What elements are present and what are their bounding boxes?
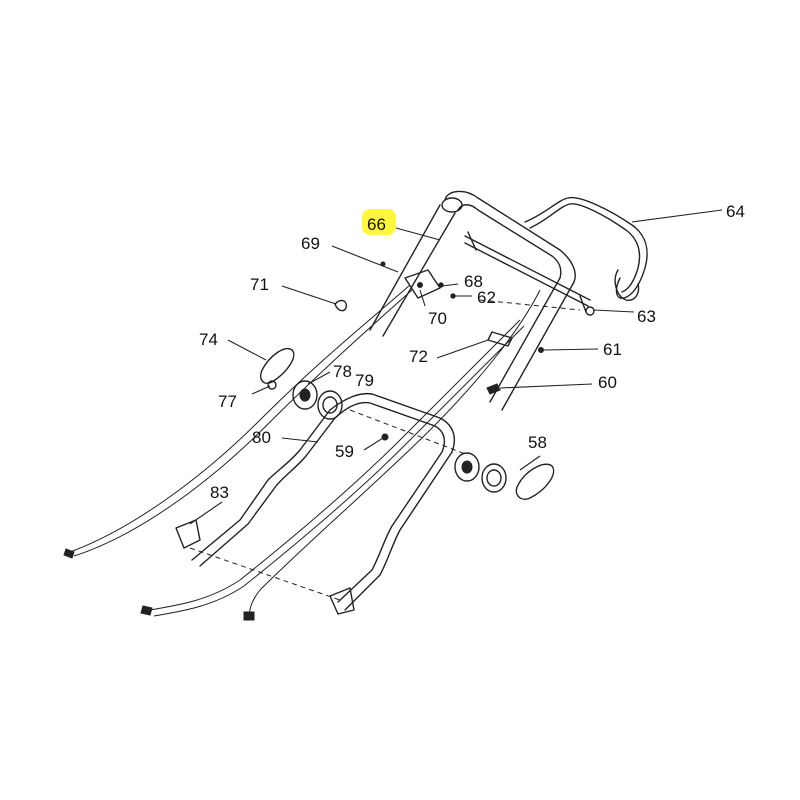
- callout-78: 78: [333, 362, 352, 381]
- highlight-66: [362, 209, 396, 235]
- callout-80: 80: [252, 428, 271, 447]
- callout-68: 68: [464, 272, 483, 291]
- cables: [63, 284, 541, 621]
- callout-69: 69: [301, 234, 320, 253]
- callout-62: 62: [477, 288, 496, 307]
- lower-handle: [189, 299, 581, 611]
- callout-58: 58: [528, 433, 547, 452]
- leader-lines: [189, 209, 723, 525]
- callout-72: 72: [409, 347, 428, 366]
- callout-61: 61: [603, 340, 622, 359]
- callout-79: 79: [355, 371, 374, 390]
- callout-83: 83: [210, 483, 229, 502]
- callout-66: 66: [367, 215, 386, 234]
- callout-64: 64: [726, 202, 745, 221]
- callout-77: 77: [218, 392, 237, 411]
- callout-59: 59: [335, 442, 354, 461]
- callout-63: 63: [637, 307, 656, 326]
- callout-60: 60: [598, 373, 617, 392]
- callout-71: 71: [250, 275, 269, 294]
- callout-74: 74: [199, 330, 218, 349]
- bail-bar: [524, 196, 648, 301]
- components: [175, 261, 595, 615]
- callout-70: 70: [428, 309, 447, 328]
- callout-labels: 64 66 69 68 62 71 70 63 74 72 61 78 79 6…: [199, 202, 745, 502]
